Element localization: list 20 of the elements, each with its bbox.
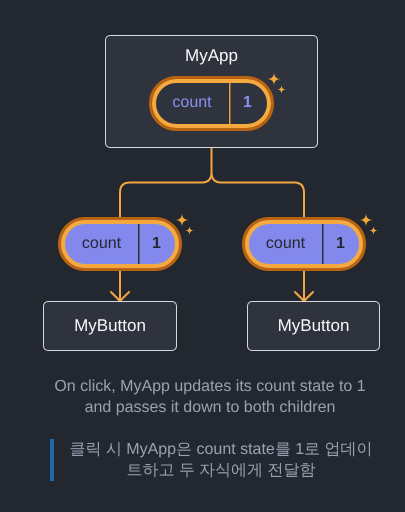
component-box <box>43 301 177 351</box>
state-value: 1 <box>336 235 345 253</box>
state-pill <box>148 76 274 130</box>
component-name: MyButton <box>74 316 146 336</box>
component-box <box>105 35 318 148</box>
state-value: 1 <box>152 235 161 253</box>
state-pill <box>242 217 366 271</box>
caption: On click, MyApp updates its count state to 1 and passes it down to both children <box>53 377 367 418</box>
state-name: count <box>82 235 122 253</box>
quote-note: 클릭 시 MyApp은 count state를 1로 업데이트하고 두 자식에게 전달함 <box>50 439 380 481</box>
component-name: MyButton <box>278 316 350 336</box>
arrow <box>110 271 130 302</box>
component-box <box>247 301 380 351</box>
state-value: 1 <box>243 94 252 112</box>
component-name: MyApp <box>185 46 238 66</box>
state-name: count <box>172 94 212 112</box>
connector-line <box>210 148 305 217</box>
arrow <box>294 271 314 302</box>
state-name: count <box>266 235 306 253</box>
state-pill <box>58 217 182 271</box>
